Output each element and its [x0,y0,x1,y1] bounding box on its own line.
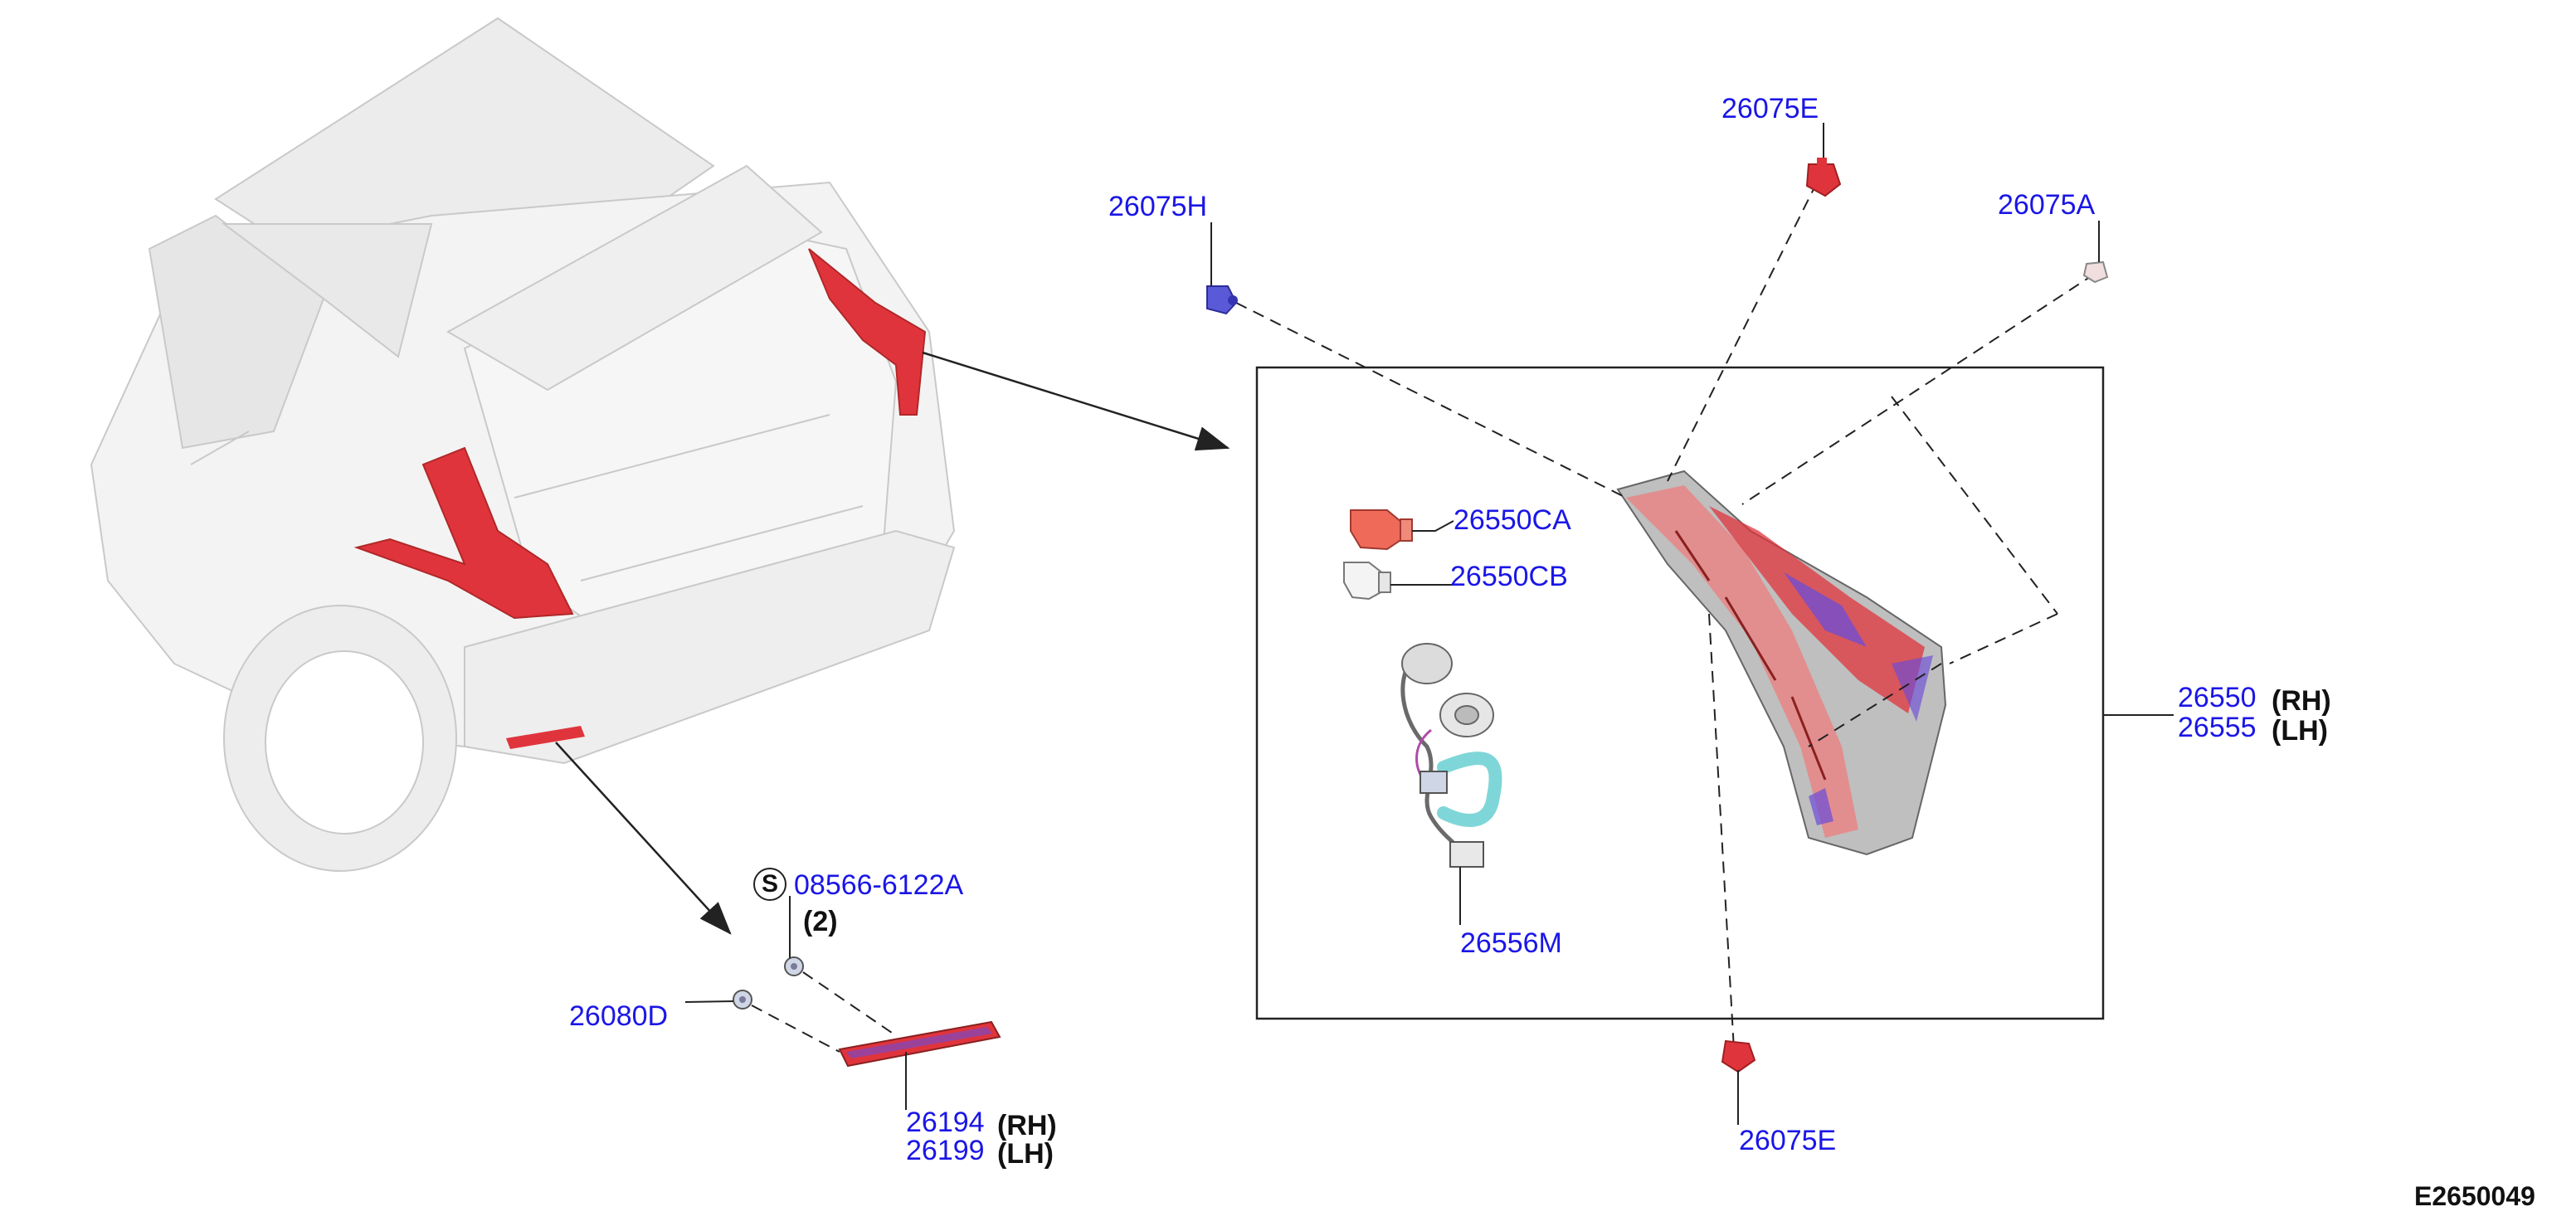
vehicle-combination-lamp-right [808,248,927,416]
exploded-view-dashed-lines [1235,182,2096,1050]
vehicle-combination-lamp-left [353,446,574,620]
reflex-dashed-lines [751,971,893,1053]
label-26556m: 26556M [1460,927,1562,959]
vehicle-rear-reflex [506,726,585,749]
label-26080d: 26080D [569,1000,669,1032]
label-26550-rh: (RH) [2272,685,2331,717]
label-26555-lh: (LH) [2272,715,2328,747]
arrow-to-combination-lamp [922,351,1230,451]
combination-lamp-detail-box [1255,366,2105,1020]
label-26075a: 26075A [1998,189,2096,221]
label-26550ca: 26550CA [1454,504,1571,536]
label-26194-rh: (RH) [997,1110,1057,1141]
bulb-26550cb-icon [1343,562,1391,601]
label-26199-lh: (LH) [997,1138,1054,1170]
arrow-to-rear-reflex [555,742,732,935]
label-26075e-top: 26075E [1721,93,1819,124]
label-26199: 26199 [906,1135,985,1166]
nut-26080d-icon [733,990,752,1010]
leader-26080d [684,1000,734,1003]
diagram-code: E2650049 [2414,1181,2535,1211]
clip-26075e-top-icon [1805,158,1842,197]
label-26075h: 26075H [1108,191,1208,222]
clip-26075e-bottom-icon [1721,1039,1756,1073]
vehicle-illustration [90,17,956,872]
label-26555: 26555 [2178,712,2257,743]
clip-26075a-icon [2082,260,2109,284]
screw-08566-6122a-icon [784,956,804,976]
label-26075e-bottom: 26075E [1739,1125,1837,1156]
label-26550cb: 26550CB [1450,561,1568,592]
label-26550: 26550 [2178,682,2257,713]
bulb-26550ca-icon [1350,509,1413,551]
rear-reflex-26194 [838,1020,1001,1068]
label-08566-6122a-qty: (2) [803,906,838,937]
harness-26556m [1400,643,1502,868]
rear-combination-lamp-assembly [1616,470,1947,856]
clip-26075h-icon [1206,285,1238,315]
label-26194: 26194 [906,1107,985,1138]
service-symbol-icon: S [753,868,786,901]
label-08566-6122a: 08566-6122A [794,869,964,901]
leader-26550ca [1412,520,1454,532]
